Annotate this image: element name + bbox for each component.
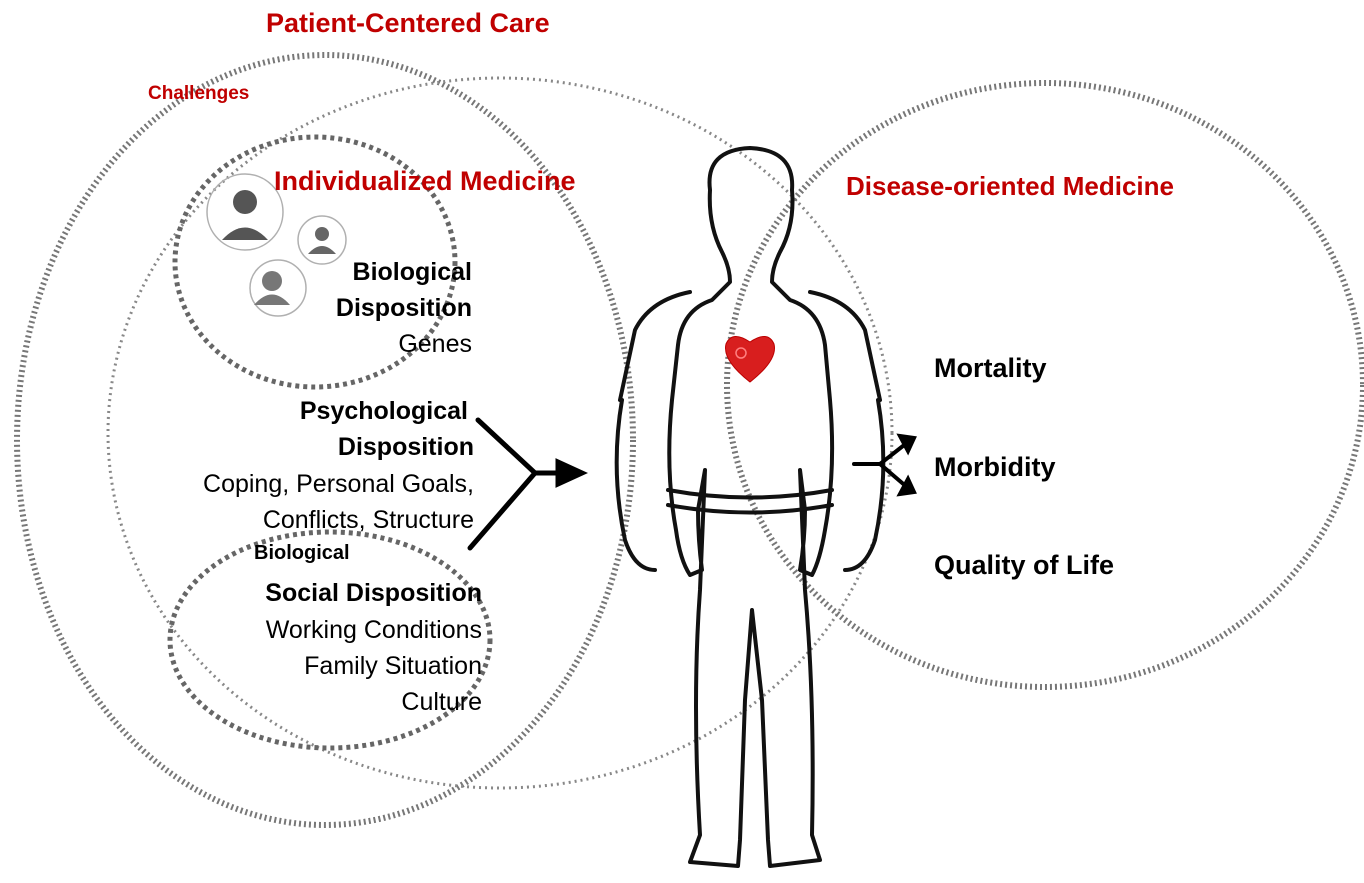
social-detail-line2: Family Situation bbox=[304, 652, 482, 680]
title-patient-centered-care: Patient-Centered Care bbox=[266, 8, 550, 38]
outcome-quality-of-life: Quality of Life bbox=[934, 550, 1115, 580]
person-avatar-icon bbox=[206, 173, 284, 251]
label-challenges: Challenges bbox=[148, 83, 250, 104]
overlay-biological-label: Biological bbox=[254, 542, 350, 564]
psychological-heading-line2: Disposition bbox=[337, 433, 474, 461]
converging-arrow bbox=[467, 417, 589, 551]
individualized-medicine-circle bbox=[172, 134, 458, 390]
psychological-detail-line1: Coping, Personal Goals, bbox=[203, 470, 474, 498]
social-detail-line3: Culture bbox=[401, 688, 482, 716]
patient-centered-care-circle bbox=[14, 52, 636, 828]
person-avatar-icon bbox=[249, 259, 307, 317]
avatar-group bbox=[206, 173, 347, 317]
heart-icon bbox=[725, 336, 775, 383]
outcome-mortality: Mortality bbox=[934, 353, 1047, 383]
psychological-detail-line2: Conflicts, Structure bbox=[262, 506, 474, 534]
outcome-morbidity: Morbidity bbox=[934, 452, 1056, 482]
disease-oriented-medicine-circle bbox=[724, 80, 1364, 690]
biological-detail: Genes bbox=[398, 330, 472, 358]
diverging-arrow bbox=[852, 433, 917, 497]
human-figure-icon bbox=[614, 146, 886, 868]
biological-heading-line1: Biological bbox=[352, 258, 472, 286]
title-disease-oriented-medicine: Disease-oriented Medicine bbox=[846, 171, 1174, 201]
person-avatar-icon bbox=[297, 215, 347, 265]
title-individualized-medicine: Individualized Medicine bbox=[274, 166, 576, 196]
social-heading: Social Disposition bbox=[265, 579, 482, 607]
psychological-heading-line1: Psychological bbox=[299, 397, 468, 425]
social-disposition-circle bbox=[167, 529, 493, 751]
challenges-circle bbox=[106, 76, 894, 790]
biological-heading-line2: Disposition bbox=[335, 294, 472, 322]
social-detail-line1: Working Conditions bbox=[265, 616, 482, 644]
